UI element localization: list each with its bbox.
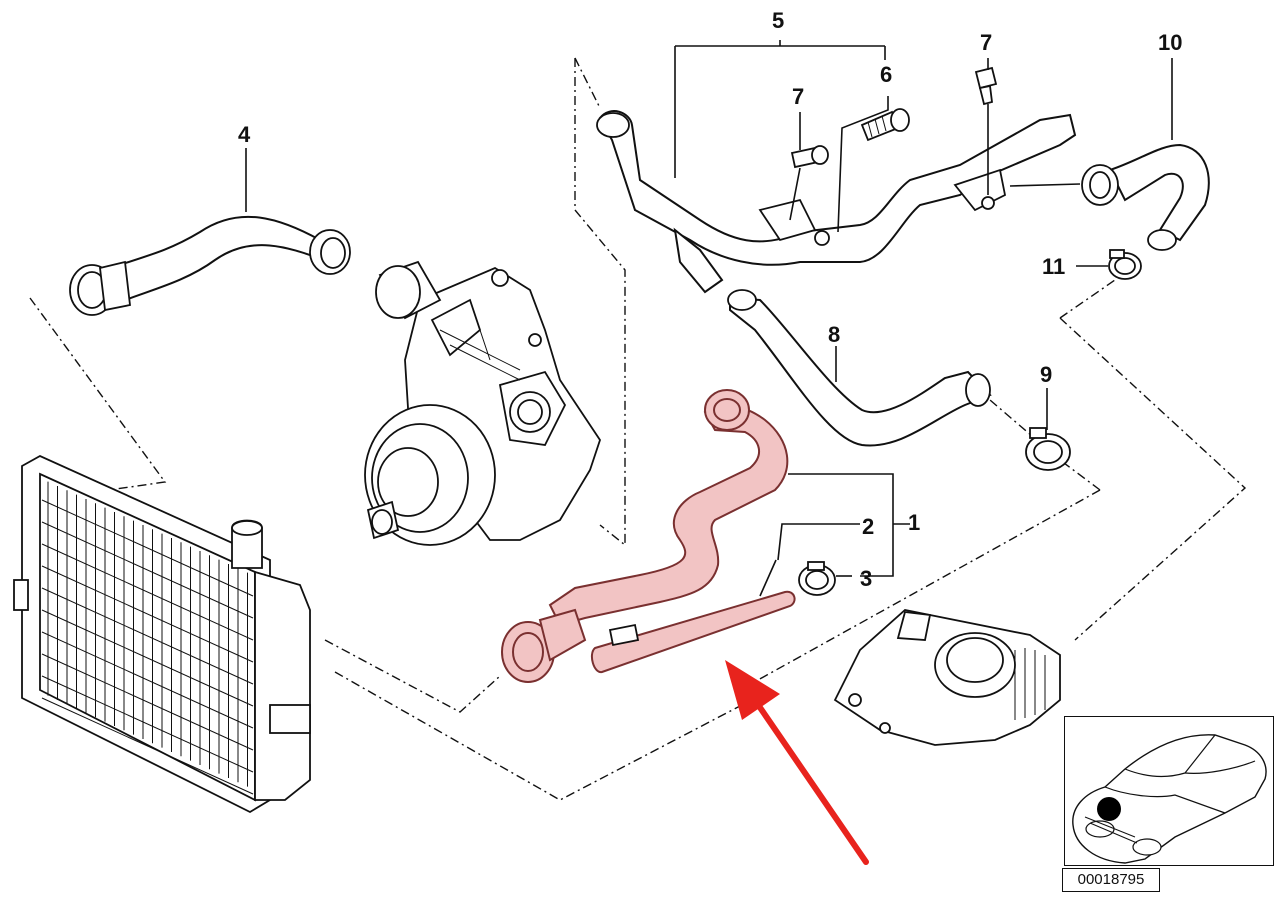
part-9-clamp bbox=[1025, 427, 1071, 471]
leader-lines bbox=[245, 40, 1173, 597]
vehicle-location-inset bbox=[1064, 716, 1274, 866]
location-marker-icon bbox=[1097, 797, 1121, 821]
highlighted-coolant-hose bbox=[501, 389, 796, 683]
label-part-5: 5 bbox=[772, 8, 785, 33]
part-7-bolt-left bbox=[790, 145, 829, 169]
radiator-tube bbox=[41, 653, 254, 751]
part-3-clamp bbox=[798, 561, 836, 596]
part-4-upper-hose bbox=[69, 215, 351, 316]
label-part-2: 2 bbox=[862, 514, 875, 539]
radiator-tube bbox=[41, 521, 254, 619]
label-part-9: 9 bbox=[1040, 362, 1053, 387]
radiator-tube bbox=[41, 631, 254, 729]
radiator-tube bbox=[41, 565, 254, 663]
radiator-tube bbox=[41, 675, 254, 773]
radiator-tube bbox=[41, 697, 254, 795]
label-part-4: 4 bbox=[238, 122, 251, 147]
part-5-pipe-assembly bbox=[596, 110, 1077, 294]
label-part-1: 1 bbox=[908, 510, 921, 535]
label-part-11: 11 bbox=[1042, 254, 1066, 279]
part-8-hose bbox=[727, 289, 992, 447]
radiator-tube bbox=[41, 609, 254, 707]
radiator-tube bbox=[41, 543, 254, 641]
part-11-clamp bbox=[1108, 249, 1142, 280]
diagram-reference-number: 00018795 bbox=[1062, 868, 1160, 892]
car-outline-icon bbox=[1072, 734, 1267, 864]
label-part-8: 8 bbox=[828, 322, 841, 347]
label-part-7-left: 7 bbox=[792, 84, 805, 109]
label-part-7-right: 7 bbox=[980, 30, 993, 55]
part-10-hose bbox=[1081, 143, 1210, 251]
oil-filter-housing bbox=[833, 609, 1061, 746]
label-part-10: 10 bbox=[1158, 30, 1183, 55]
radiator-tube bbox=[41, 587, 254, 685]
radiator bbox=[13, 454, 311, 814]
red-pointer-arrow bbox=[725, 660, 869, 865]
label-part-6: 6 bbox=[880, 62, 893, 87]
radiator-tube bbox=[41, 499, 254, 597]
part-6-bleed-screw bbox=[860, 108, 910, 142]
label-part-3: 3 bbox=[860, 566, 873, 591]
assembly-dash-lines bbox=[29, 57, 1247, 801]
water-pump-assembly bbox=[364, 260, 601, 546]
part-7-bolt-right bbox=[974, 66, 998, 106]
